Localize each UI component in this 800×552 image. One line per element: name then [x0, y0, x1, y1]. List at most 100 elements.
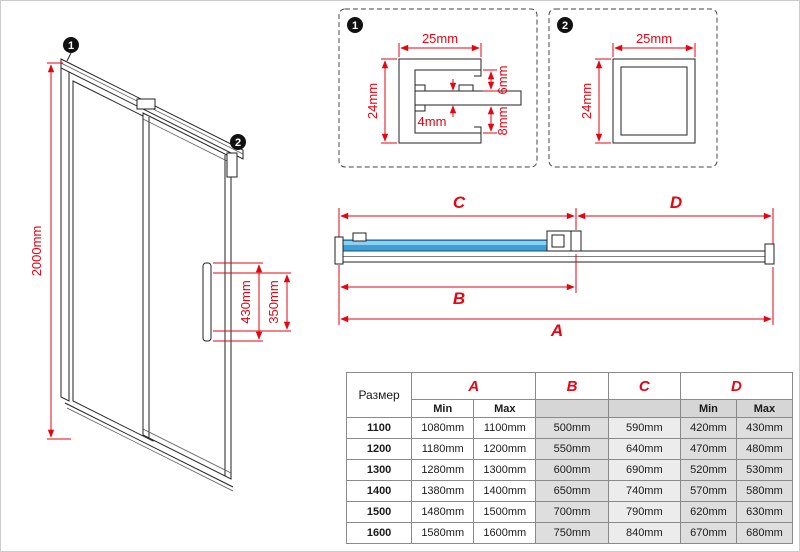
handle-dimension-350-label: 350mm: [266, 280, 281, 323]
detail-1-marker: [347, 17, 363, 33]
handle-dimension-430-label: 430mm: [238, 280, 253, 323]
height-dimension: 2000mm: [29, 62, 71, 440]
sliding-glass-panel: [142, 112, 232, 480]
c-cell: 740mm: [607, 480, 681, 502]
detail-1-topgap-dimension: 6mm: [483, 66, 510, 94]
b-header-filler: [535, 399, 609, 418]
a-max-cell: 1500mm: [473, 501, 537, 523]
a-min-cell: 1280mm: [411, 459, 475, 481]
a-min-cell: 1380mm: [411, 480, 475, 502]
column-b-header: B: [535, 372, 609, 400]
left-top-block: [352, 232, 367, 242]
detail-1-slot-label: 4mm: [418, 114, 447, 129]
dimension-d-label: D: [670, 193, 682, 212]
size-cell: 1600: [345, 522, 413, 544]
d-min-cell: 570mm: [679, 480, 737, 502]
a-min-cell: 1080mm: [411, 417, 475, 439]
table-row: 1300 1280mm 1300mm 600mm 690mm 520mm 530…: [345, 459, 794, 481]
dimension-a-label: A: [550, 321, 563, 340]
detail-1-marker-number: 1: [352, 20, 358, 32]
callout-marker-1: 1: [63, 37, 79, 62]
detail-2-marker-number: 2: [562, 20, 568, 32]
a-max-cell: 1400mm: [473, 480, 537, 502]
dimension-c: C: [340, 193, 575, 220]
detail-1-width-label: 25mm: [422, 31, 458, 46]
height-dimension-label: 2000mm: [29, 226, 44, 277]
door-handle: [202, 262, 212, 342]
column-a-header: A: [411, 372, 537, 400]
detail-1-bottomgap-dimension: 8mm: [483, 106, 510, 136]
detail-2-marker: [557, 17, 573, 33]
detail-2-height-dimension: 24mm: [579, 58, 611, 144]
size-table: Размер A B C D Min Max Min Max 1100 1080…: [345, 372, 794, 544]
roller-block: [136, 98, 156, 110]
d-min-cell: 620mm: [679, 501, 737, 523]
b-cell: 750mm: [535, 522, 609, 544]
panel-top-edge: [142, 118, 232, 164]
left-end-cap: [334, 236, 344, 265]
callout-marker-2: 2: [230, 134, 246, 150]
a-max-header: Max: [473, 399, 537, 418]
size-cell: 1300: [345, 459, 413, 481]
callout-1-number: 1: [68, 40, 74, 52]
size-cell: 1400: [345, 480, 413, 502]
wall-profile-bar: [60, 63, 70, 402]
dimension-c-label: C: [453, 193, 466, 212]
roller-clamp-inner: [551, 234, 565, 248]
detail-1-border: [338, 8, 538, 168]
size-cell: 1200: [345, 438, 413, 460]
strip-bracket: [458, 84, 474, 92]
table-row: 1100 1080mm 1100mm 500mm 590mm 420mm 430…: [345, 417, 794, 439]
detail-1-width-dimension: 25mm: [398, 31, 482, 57]
fixed-glass-panel: [72, 80, 154, 442]
table-row: 1600 1580mm 1600mm 750mm 840mm 670mm 680…: [345, 522, 794, 544]
detail-2-width-label: 25mm: [636, 31, 672, 46]
bottom-rail: [64, 402, 234, 488]
d-max-cell: 580mm: [735, 480, 794, 502]
square-profile-outer: [612, 58, 696, 144]
a-min-header: Min: [411, 399, 475, 418]
column-d-header: D: [679, 372, 794, 400]
b-cell: 550mm: [535, 438, 609, 460]
handle-dimension-430: 430mm: [213, 262, 263, 342]
b-cell: 700mm: [535, 501, 609, 523]
detail-1-panel: 1 25mm 24mm 4mm 6mm: [338, 8, 538, 168]
d-max-cell: 630mm: [735, 501, 794, 523]
detail-1-slot-dimension: 4mm: [418, 79, 457, 129]
right-end-cap: [764, 243, 775, 265]
door-elevation-drawing: 1 2 2000mm 430mm 350mm: [29, 37, 291, 492]
detail-1-height-label: 24mm: [365, 83, 380, 119]
d-max-header: Max: [735, 399, 794, 418]
rail-end-bracket: [226, 152, 238, 178]
a-max-cell: 1300mm: [473, 459, 537, 481]
dimension-b: B: [338, 254, 577, 325]
channel-lip-bottom: [474, 126, 482, 133]
strip-hook-top: [414, 84, 426, 92]
c-cell: 640mm: [607, 438, 681, 460]
dimension-d: D: [577, 193, 772, 220]
column-c-header: C: [607, 372, 681, 400]
a-max-cell: 1200mm: [473, 438, 537, 460]
b-cell: 650mm: [535, 480, 609, 502]
d-max-cell: 680mm: [735, 522, 794, 544]
size-cell: 1500: [345, 501, 413, 523]
d-max-cell: 430mm: [735, 417, 794, 439]
a-max-cell: 1600mm: [473, 522, 537, 544]
square-profile-inner: [620, 66, 688, 136]
dimension-a: A: [340, 267, 774, 340]
glass-panel-highlight: [342, 241, 573, 245]
d-min-cell: 420mm: [679, 417, 737, 439]
size-cell: 1100: [345, 417, 413, 439]
table-row: 1500 1480mm 1500mm 700mm 790mm 620mm 630…: [345, 501, 794, 523]
a-max-cell: 1100mm: [473, 417, 537, 439]
detail-2-width-dimension: 25mm: [612, 31, 696, 57]
detail-2-panel: 2 25mm 24mm: [548, 8, 718, 168]
handle-dimension-350: 350mm: [213, 272, 291, 332]
callout-2-number: 2: [235, 137, 241, 149]
a-min-cell: 1480mm: [411, 501, 475, 523]
panel-bottom-edge: [142, 428, 232, 474]
plan-view-drawing: C D B A: [334, 193, 775, 340]
detail-1-bottomgap-label: 8mm: [495, 107, 510, 136]
a-min-cell: 1580mm: [411, 522, 475, 544]
